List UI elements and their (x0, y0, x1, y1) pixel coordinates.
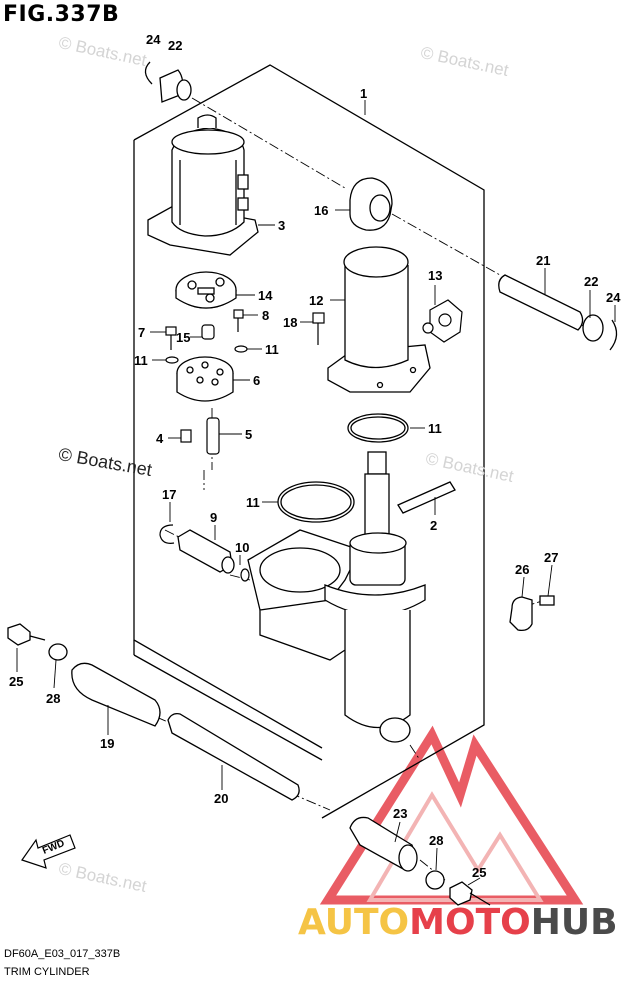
brand-wordmark: AUTOMOTOHUB (298, 902, 618, 943)
callout-28: 28 (46, 691, 60, 706)
small-hardware (159, 299, 463, 582)
callout-25: 25 (9, 674, 23, 689)
brand-part-auto: AUTO (298, 902, 410, 943)
brand-part-hub: HUB (530, 902, 618, 943)
callout-labels: 24 22 1 16 3 21 22 24 13 12 14 18 7 15 8… (9, 32, 621, 880)
assembly-frame (133, 64, 485, 819)
callout-9: 9 (210, 510, 217, 525)
brand-part-moto: MOTO (409, 902, 531, 943)
cushion (349, 177, 393, 231)
callout-20: 20 (214, 791, 228, 806)
callout-4: 4 (156, 431, 164, 446)
trim-cylinder (247, 451, 426, 743)
callout-19: 19 (100, 736, 114, 751)
callout-3: 3 (278, 218, 285, 233)
callout-1: 1 (360, 86, 367, 101)
callout-13: 13 (428, 268, 442, 283)
pump-body (176, 356, 234, 402)
callout-23: 23 (393, 806, 407, 821)
callout-7: 7 (138, 325, 145, 340)
callout-14: 14 (258, 288, 273, 303)
callout-27: 27 (544, 550, 558, 565)
callout-11: 11 (428, 421, 442, 436)
callout-21: 21 (536, 253, 550, 268)
callout-25: 25 (472, 865, 486, 880)
callout-10: 10 (235, 540, 249, 555)
pump-motor (147, 114, 259, 256)
pins-and-shafts (7, 61, 618, 906)
reservoir-tank (327, 246, 431, 393)
callout-22: 22 (168, 38, 182, 53)
callout-2: 2 (430, 518, 437, 533)
callout-5: 5 (245, 427, 252, 442)
callout-16: 16 (314, 203, 328, 218)
callout-24: 24 (146, 32, 161, 47)
leader-lines (16, 100, 616, 886)
callout-6: 6 (253, 373, 260, 388)
callout-8: 8 (262, 308, 269, 323)
callout-11: 11 (265, 342, 279, 357)
o-rings (277, 413, 409, 523)
callout-12: 12 (309, 293, 323, 308)
callout-24: 24 (606, 290, 621, 305)
valve-plate (175, 271, 237, 309)
callout-26: 26 (515, 562, 529, 577)
callout-15: 15 (176, 330, 190, 345)
callout-28: 28 (429, 833, 443, 848)
brand-triangle-logo (319, 725, 584, 905)
callout-22: 22 (584, 274, 598, 289)
callout-18: 18 (283, 315, 297, 330)
figure-label: FIG.337B (3, 2, 120, 27)
diagram-name: TRIM CYLINDER (4, 966, 90, 978)
callout-11: 11 (134, 353, 148, 368)
callout-11: 11 (246, 495, 260, 510)
diagram-code: DF60A_E03_017_337B (4, 948, 121, 960)
callout-17: 17 (162, 487, 176, 502)
